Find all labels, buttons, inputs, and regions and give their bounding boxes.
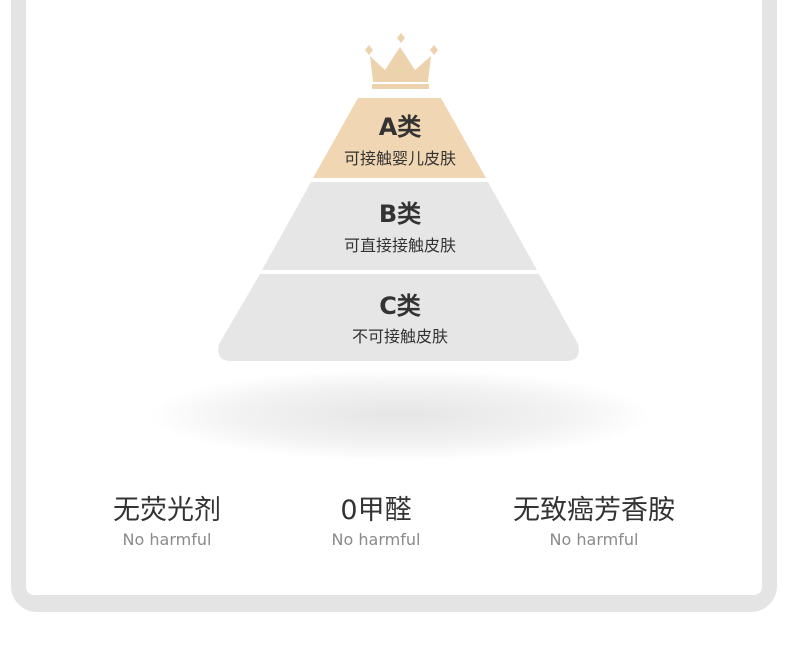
tier-b-title: B类 bbox=[378, 200, 422, 228]
feature-title: 无荧光剂 bbox=[113, 495, 221, 526]
tier-b-subtitle: 可直接接触皮肤 bbox=[343, 236, 456, 255]
tier-a-subtitle: 可接触婴儿皮肤 bbox=[343, 149, 456, 168]
tier-a-title: A类 bbox=[378, 113, 422, 141]
feature-no-fluorescent: 无荧光剂 No harmful bbox=[67, 494, 267, 551]
tier-c-subtitle: 不可接触皮肤 bbox=[351, 327, 448, 346]
tier-a-shape bbox=[313, 98, 486, 178]
crown-icon bbox=[365, 33, 438, 89]
feature-title: 无致癌芳香胺 bbox=[513, 495, 675, 526]
feature-subtitle: No harmful bbox=[549, 530, 639, 549]
feature-subtitle: No harmful bbox=[122, 530, 212, 549]
feature-subtitle: No harmful bbox=[331, 530, 421, 549]
tier-b-shape bbox=[262, 182, 537, 270]
feature-no-carcinogenic-amine: 无致癌芳香胺 No harmful bbox=[494, 494, 694, 551]
feature-title: 0甲醛 bbox=[340, 495, 412, 526]
pyramid-shadow bbox=[150, 370, 650, 460]
feature-zero-formaldehyde: 0甲醛 No harmful bbox=[276, 494, 476, 551]
tier-c-title: C类 bbox=[379, 292, 421, 320]
tier-c-shape bbox=[218, 274, 579, 361]
